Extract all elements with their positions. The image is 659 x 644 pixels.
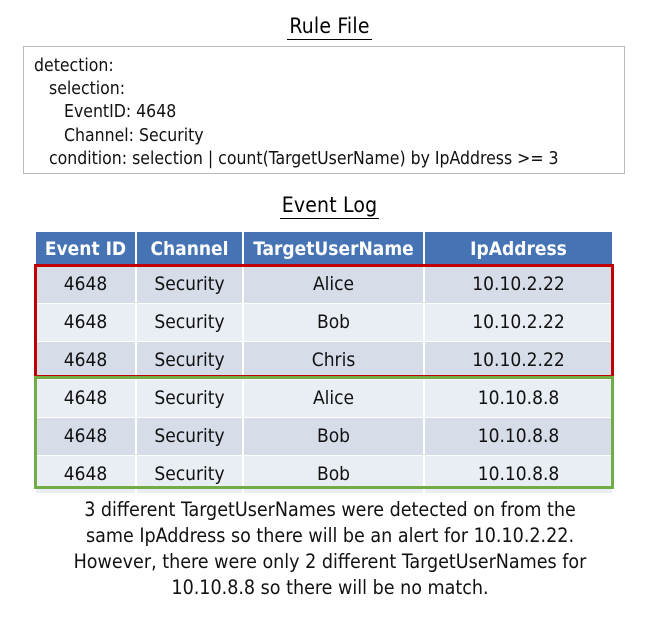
event-log-heading-text: Event Log [279,193,380,219]
cell-target-user-name: Alice [243,266,425,304]
table-row: 4648 Security Chris 10.10.2.22 [36,341,612,380]
cell-ip-address: 10.10.8.8 [424,455,612,494]
cell-channel: Security [136,266,244,304]
rule-line-condition: condition: selection | count(TargetUserN… [34,148,559,169]
rule-line-eventid: EventID: 4648 [34,102,177,123]
cell-target-user-name: Bob [243,303,425,342]
cell-ip-address: 10.10.2.22 [424,303,612,342]
cell-event-id: 4648 [36,341,137,380]
table-row: 4648 Security Bob 10.10.8.8 [36,417,612,456]
cell-channel: Security [136,303,244,342]
rule-line-selection: selection: [34,79,126,100]
cell-channel: Security [136,379,244,418]
cell-event-id: 4648 [36,303,137,342]
table-row: 4648 Security Alice 10.10.8.8 [36,379,612,418]
event-log-table-wrapper: Event ID Channel TargetUserName IpAddres… [36,232,612,494]
cell-ip-address: 10.10.2.22 [424,341,612,380]
cell-ip-address: 10.10.8.8 [424,379,612,418]
column-header-target-user-name: TargetUserName [243,232,425,266]
cell-target-user-name: Alice [243,379,425,418]
cell-ip-address: 10.10.2.22 [424,266,612,304]
rule-file-heading-text: Rule File [287,14,372,40]
cell-target-user-name: Chris [243,341,425,380]
cell-ip-address: 10.10.8.8 [424,417,612,456]
cell-event-id: 4648 [36,455,137,494]
column-header-event-id: Event ID [36,232,137,266]
rule-line-detection: detection: [34,56,114,76]
cell-event-id: 4648 [36,379,137,418]
rule-file-box: detection: selection: EventID: 4648 Chan… [23,46,625,174]
table-row: 4648 Security Alice 10.10.2.22 [36,266,612,304]
cell-channel: Security [136,341,244,380]
cell-channel: Security [136,455,244,494]
event-log-table: Event ID Channel TargetUserName IpAddres… [36,232,612,494]
table-header-row: Event ID Channel TargetUserName IpAddres… [36,232,612,266]
explanation-caption: 3 different TargetUserNames were detecte… [73,498,587,599]
event-log-heading: Event Log [0,193,659,219]
table-row: 4648 Security Bob 10.10.2.22 [36,303,612,342]
column-header-channel: Channel [136,232,244,266]
cell-event-id: 4648 [36,266,137,304]
rule-file-heading: Rule File [0,14,659,40]
cell-event-id: 4648 [36,417,137,456]
cell-channel: Security [136,417,244,456]
cell-target-user-name: Bob [243,417,425,456]
table-row: 4648 Security Bob 10.10.8.8 [36,455,612,494]
cell-target-user-name: Bob [243,455,425,494]
rule-line-channel: Channel: Security [34,125,204,146]
column-header-ip-address: IpAddress [424,232,612,266]
